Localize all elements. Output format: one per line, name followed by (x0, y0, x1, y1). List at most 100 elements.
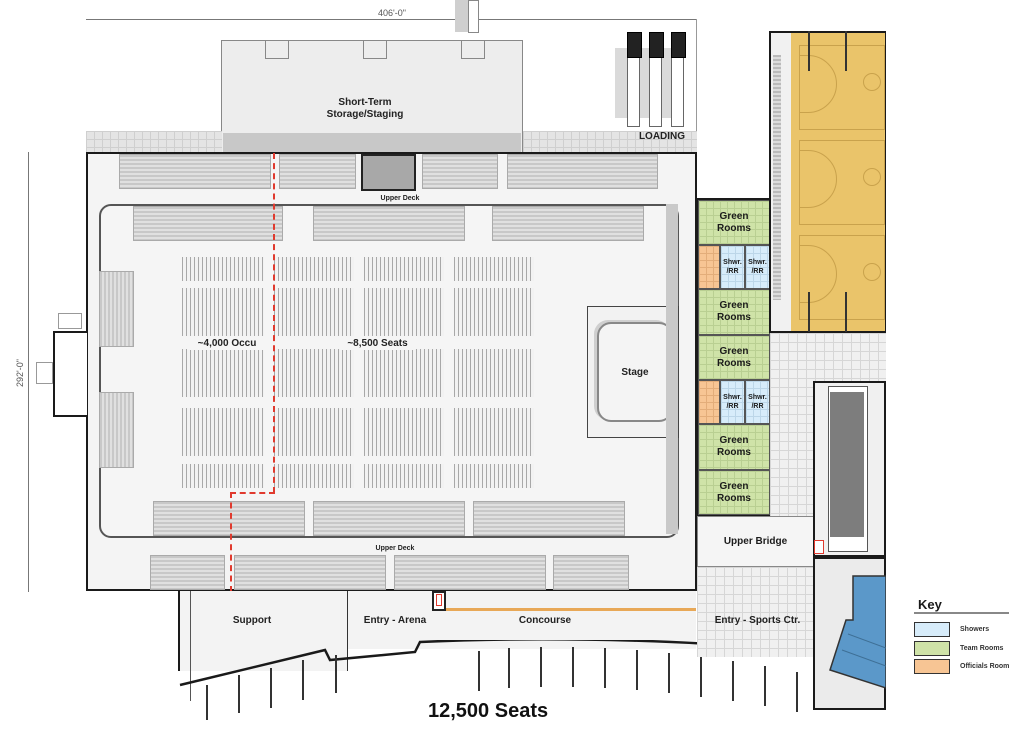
floor-seats-c4-r5 (454, 464, 534, 488)
elevator-arena-car (436, 594, 442, 606)
officials-room-1 (698, 245, 720, 289)
truck-2 (649, 32, 664, 127)
elevator-arena (432, 591, 446, 611)
support-label: Support (232, 615, 272, 626)
shower-4: Shwr. /RR (745, 380, 770, 424)
width-dimension-label: 406'-0" (378, 8, 406, 18)
floor-seats-c3-r2 (364, 288, 444, 336)
facade-column (764, 666, 766, 706)
truck-3 (671, 32, 686, 127)
track-infield (830, 392, 864, 537)
east-aisle (666, 204, 678, 534)
loading-dock-apron-left (86, 131, 222, 153)
facade-column (732, 661, 734, 701)
floor-seats-c1-r1 (182, 257, 264, 281)
storage-door-2 (363, 40, 387, 59)
facade-column (270, 668, 272, 708)
storage-shadow (223, 133, 521, 153)
facade-column (572, 647, 574, 687)
upper-deck-bottom-section-3 (394, 555, 546, 590)
floor-seats-c1-r5 (182, 464, 264, 488)
storage-door-1 (265, 40, 289, 59)
loading-label: LOADING (638, 131, 686, 142)
facade-column (700, 657, 702, 697)
storage-label: Short-Term Storage/Staging (326, 97, 404, 120)
lower-bowl-north-1 (133, 206, 283, 241)
upper-deck-bottom-section-4 (553, 555, 629, 590)
key-label-team-rooms: Team Rooms (960, 645, 1004, 652)
floor-seats-c4-r1 (454, 257, 534, 281)
floor-seats-c3-r1 (364, 257, 444, 281)
floor-seats-c4-r2 (454, 288, 534, 336)
floor-seats-c4-r3 (454, 349, 534, 397)
floor-seats-c2-r3 (274, 349, 354, 397)
floor-seats-c3-r3 (364, 349, 444, 397)
green-room-5: Green Rooms (698, 470, 770, 515)
entry-sports-ctr-label: Entry - Sports Ctr. (714, 615, 801, 626)
top-vent (468, 0, 479, 33)
facade-column (206, 685, 208, 720)
pool (829, 575, 886, 689)
court-center-circle-3 (863, 263, 881, 281)
court-divider (808, 292, 810, 332)
left-dimension-line (28, 152, 29, 592)
green-room-2: Green Rooms (698, 289, 770, 335)
top-dimension-line (86, 19, 696, 20)
seat-total-title: 12,500 Seats (428, 700, 549, 722)
court-center-circle-2 (863, 168, 881, 186)
west-annex-door-2 (58, 313, 82, 329)
floor-seats-c1-r3 (182, 349, 264, 397)
facade-column (668, 653, 670, 693)
lower-bowl-south-1 (153, 501, 305, 536)
elevator-sports (814, 540, 824, 554)
egress-path-vertical-2 (230, 492, 232, 592)
upper-deck-bottom-section-1 (150, 555, 225, 590)
lower-bowl-south-2 (313, 501, 465, 536)
floor-occupancy-label: ~4,000 Occu (187, 338, 267, 350)
west-annex (53, 331, 87, 417)
facade-column (796, 672, 798, 712)
floor-seats-c1-r4 (182, 408, 264, 456)
egress-path-horizontal (230, 492, 275, 494)
upper-deck-top-section-3 (422, 154, 498, 189)
floor-seats-c2-r1 (274, 257, 354, 281)
support-corridor (190, 591, 191, 701)
floor-seats-c2-r5 (274, 464, 354, 488)
truck-shadow (615, 48, 673, 118)
entry-sports-ctr-area (697, 567, 814, 657)
floor-seats-c2-r2 (274, 288, 354, 336)
key-swatch-team-rooms (914, 641, 950, 656)
facade-column (508, 648, 510, 688)
lower-bowl-north-2 (313, 206, 465, 241)
truck-1 (627, 32, 642, 127)
upper-bridge: Upper Bridge (697, 516, 814, 567)
upper-deck-bottom-label: Upper Deck (375, 545, 415, 552)
stage (597, 322, 673, 422)
entry-arena-label: Entry - Arena (363, 615, 427, 626)
green-room-1: Green Rooms (698, 200, 770, 245)
key-label-officials-room: Officials Room (960, 663, 1010, 670)
concourse-label: Concourse (518, 615, 572, 626)
green-room-3: Green Rooms (698, 335, 770, 380)
shower-1: Shwr. /RR (720, 245, 745, 289)
storage-door-3 (461, 40, 485, 59)
officials-room-2 (698, 380, 720, 424)
height-dimension-label: 292'-0" (14, 359, 25, 387)
upper-deck-top-section-4 (507, 154, 658, 189)
loading-dock-apron (523, 131, 697, 153)
key-swatch-officials-room (914, 659, 950, 674)
floor-seats-label: ~8,500 Seats (340, 338, 415, 350)
west-annex-door (36, 362, 53, 384)
key-divider (914, 612, 1009, 614)
lower-bowl-west-2 (99, 392, 134, 468)
floor-seats-c3-r5 (364, 464, 444, 488)
lower-bowl-north-3 (492, 206, 644, 241)
facade-column (636, 650, 638, 690)
court-divider (845, 292, 847, 332)
floor-seats-c1-r2 (182, 288, 264, 336)
lower-bowl-west-1 (99, 271, 134, 347)
upper-deck-top-center-block (361, 154, 416, 191)
floor-seats-c2-r4 (274, 408, 354, 456)
facade-column (604, 648, 606, 688)
court-divider (845, 31, 847, 71)
